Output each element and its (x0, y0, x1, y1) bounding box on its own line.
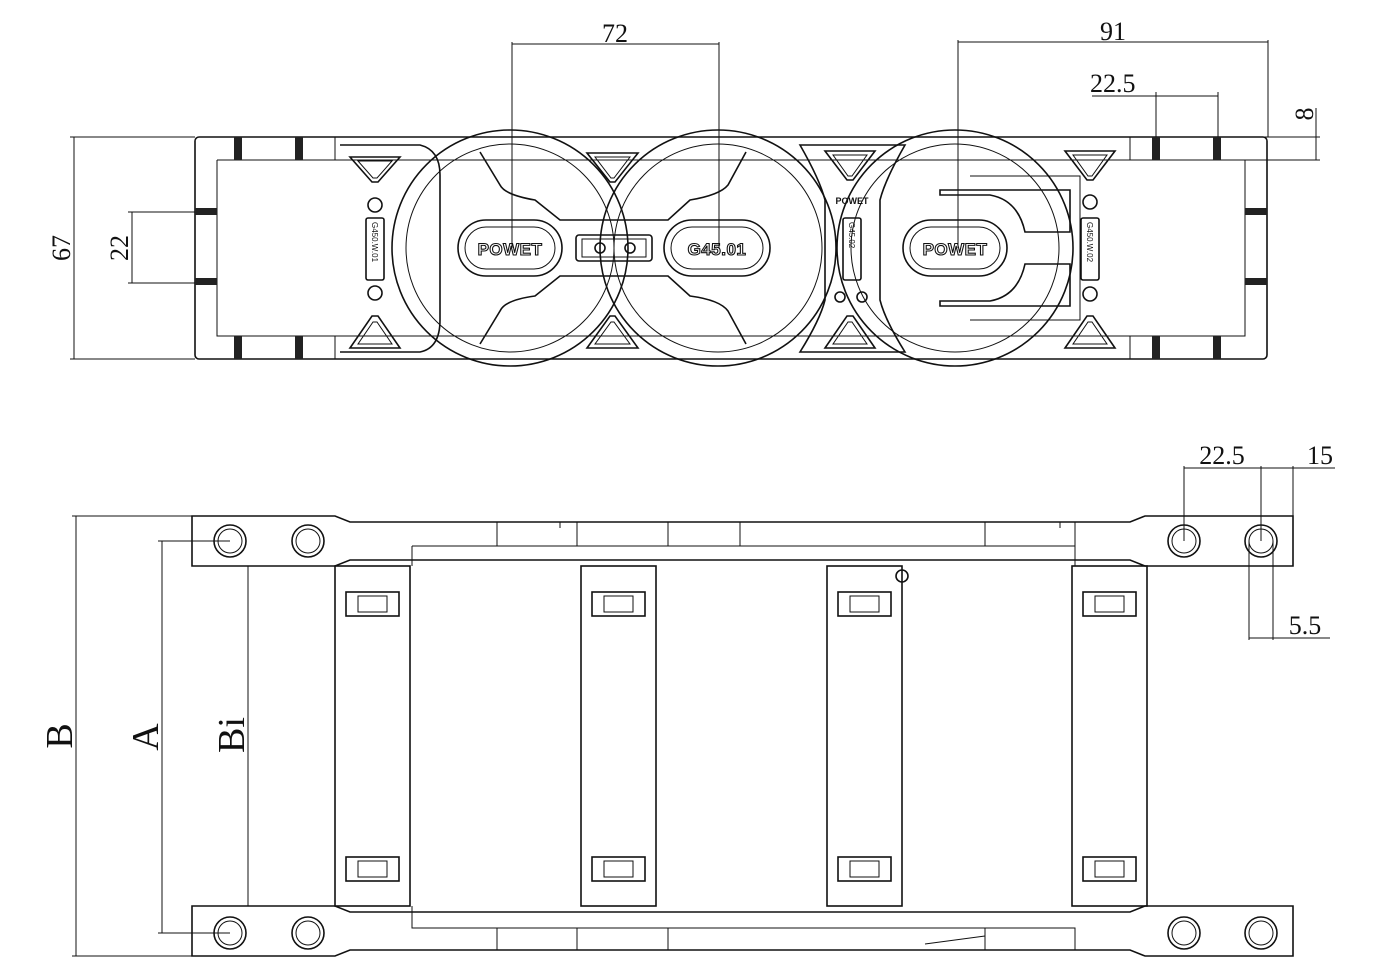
dim-22: 22 (105, 235, 134, 261)
dim-B: B (39, 723, 81, 748)
mounting-holes (213, 524, 1278, 950)
tag-left: G450.W.01 (370, 222, 379, 263)
dim-A: A (125, 723, 167, 751)
dim-72: 72 (602, 19, 628, 48)
dim-5-5: 5.5 (1289, 611, 1322, 640)
brand-label-right: POWET (923, 240, 988, 259)
side-plate-bottom (191, 905, 1294, 957)
edge-marks (195, 137, 1267, 359)
top-view: G450.W.01 POWET G45.01 POWET G45.02 (47, 17, 1320, 367)
link-inner-right (1129, 137, 1246, 359)
bottom-view: B A Bi 22.5 15 5.5 (39, 441, 1335, 957)
link-outline (194, 136, 1268, 360)
brand-label-small: POWET (836, 196, 870, 206)
side-plate-top (191, 515, 1294, 567)
dim-22-5-side: 22.5 (1199, 441, 1245, 470)
dim-67: 67 (47, 235, 76, 261)
tag-right: G450.W.02 (1085, 222, 1094, 263)
link-inner-left (216, 137, 336, 359)
dim-91: 91 (1100, 17, 1126, 46)
dim-8: 8 (1290, 108, 1319, 121)
part-label-main: G45.01 (688, 240, 747, 259)
bar-slots (345, 591, 1137, 882)
brand-label-left: POWET (478, 240, 543, 259)
dim-Bi: Bi (211, 717, 253, 753)
dim-15: 15 (1307, 441, 1333, 470)
triangle-marks (348, 150, 1117, 349)
pin-hole (367, 285, 383, 301)
dim-22-5-top: 22.5 (1090, 69, 1136, 98)
cross-bars (334, 565, 1148, 907)
pin-hole (367, 197, 383, 213)
